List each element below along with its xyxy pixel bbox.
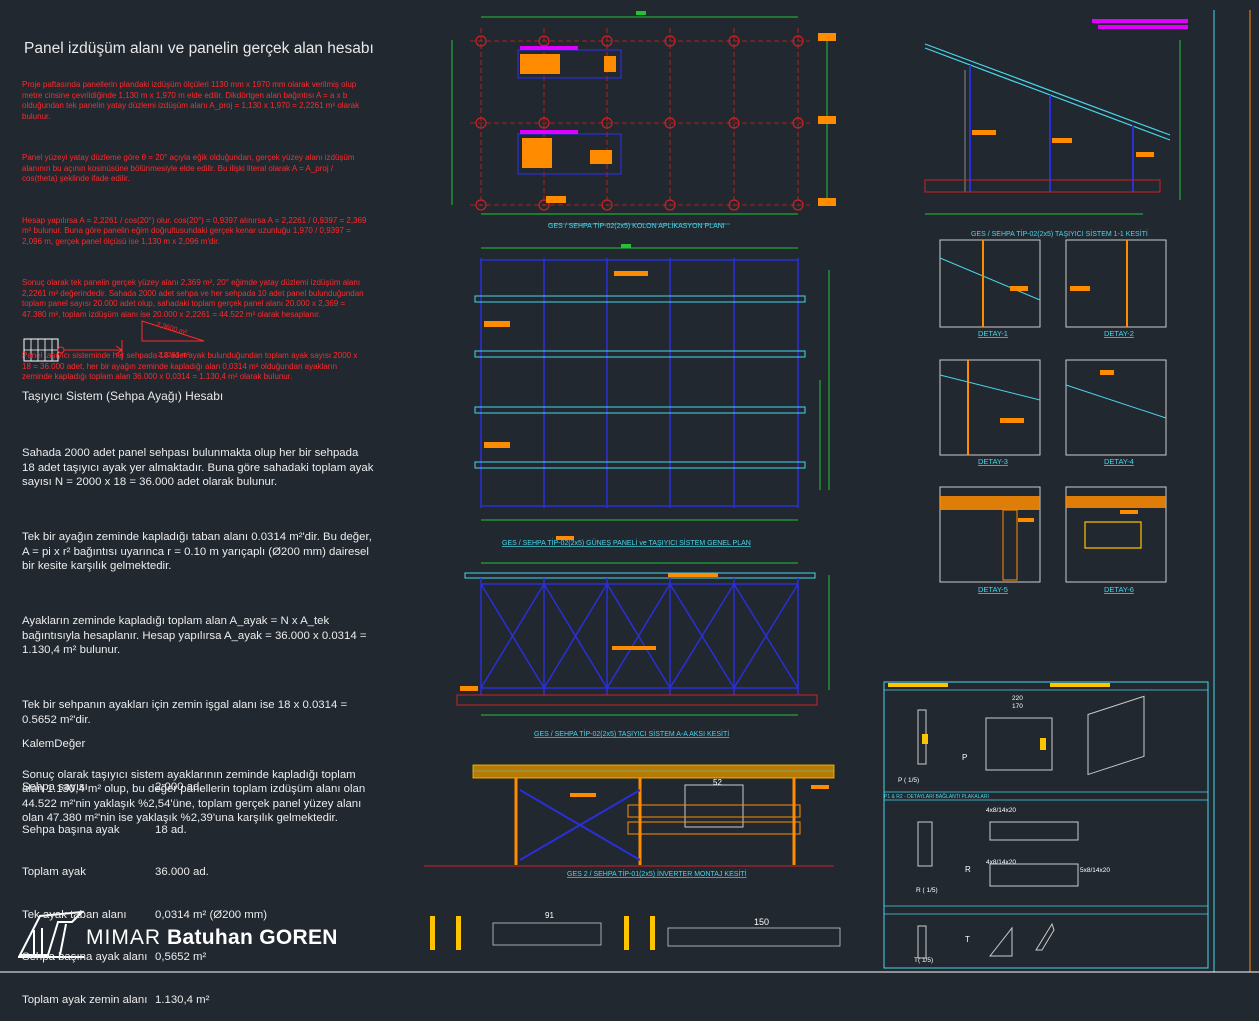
detail-2-label: DETAY-2 xyxy=(1104,329,1134,338)
diagram-label-proj-area: 2,2261 m² xyxy=(158,352,190,359)
plate-r-label: R ( 1/5) xyxy=(916,887,938,894)
detail-3 xyxy=(939,359,1041,456)
detail-5-label: DETAY-5 xyxy=(978,585,1008,594)
detail-4 xyxy=(1065,359,1167,456)
note-paragraph-4: Sonuç olarak tek panelin gerçek yüzey al… xyxy=(22,278,366,319)
plate-p-letter: P xyxy=(962,753,967,762)
plate-dim-holes-c: 5x8/14x20 xyxy=(1080,867,1110,874)
detail-6 xyxy=(1065,486,1167,583)
table-row: Sehpa başına ayak 18 ad. xyxy=(22,823,267,837)
cad-drawing-canvas[interactable]: GES / SEHPA TİP-02(2x5) KOLON APLİKASYON… xyxy=(0,0,1259,986)
table-row: Sehpa sayısı 2.000 ad. xyxy=(22,780,267,794)
summary-table: KalemDeğer Sehpa sayısı 2.000 ad. Sehpa b… xyxy=(22,709,267,1021)
plate-p-label: P ( 1/5) xyxy=(898,777,919,784)
inverter-section-title: GES 2 / SEHPA TİP-01(2x5) İNVERTER MONTA… xyxy=(567,869,747,878)
page-title: Panel izdüşüm alanı ve panelin gerçek al… xyxy=(24,40,374,57)
note-paragraph-1: Proje paftasında panellerin plandaki izd… xyxy=(22,80,362,121)
plate-table-strip: P1 & R2 - DETAYLARI BAĞLANTI PLAKALARI xyxy=(884,793,989,800)
table-value: 0,0314 m² (Ø200 mm) xyxy=(155,908,268,921)
note-paragraph-5: Panel taşıyıcı sisteminde her sehpada 18… xyxy=(22,351,360,382)
section-aa-title: GES / SEHPA TİP-02(2x5) TAŞIYICI SİSTEM … xyxy=(534,729,729,738)
table-key: Tek ayak taban alanı xyxy=(22,908,127,921)
support-paragraph-5: Sonuç olarak taşıyıcı sistem ayaklarının… xyxy=(22,769,369,824)
detail-2 xyxy=(1065,239,1167,328)
support-body: Sahada 2000 adet panel sehpası bulunmakt… xyxy=(22,418,374,852)
support-paragraph-4: Tek bir sehpanın ayakları için zemin işg… xyxy=(22,699,351,726)
projection-diagram xyxy=(23,320,205,362)
logo-prefix: MIMAR xyxy=(86,926,161,949)
summary-table-header: KalemDeğer xyxy=(22,738,86,751)
plate-dim-holes-b: 4x8/14x20 xyxy=(986,859,1016,866)
detail-4-label: DETAY-4 xyxy=(1104,457,1134,466)
logo-text: MIMAR Batuhan GOREN xyxy=(86,926,338,950)
connection-plates xyxy=(883,681,1209,969)
inverter-section xyxy=(424,764,835,867)
table-row: Sehpa başına ayak alanı 0,5652 m² xyxy=(22,950,267,964)
detail-6-label: DETAY-6 xyxy=(1104,585,1134,594)
logo-mark xyxy=(18,910,85,958)
table-row: Toplam ayak zemin alanı 1.130,4 m² xyxy=(22,993,267,1007)
note-paragraph-3: Hesap yapılırsa A = 2,2261 / cos(20°) ol… xyxy=(22,215,369,246)
section-aa xyxy=(456,562,830,716)
table-row: Tek ayak taban alanı 0,0314 m² (Ø200 mm) xyxy=(22,908,267,922)
logo-name: Batuhan GOREN xyxy=(167,926,338,949)
detail-1-label: DETAY-1 xyxy=(978,329,1008,338)
calculation-notes: Proje paftasında panellerin plandaki izd… xyxy=(22,59,367,403)
plate-dim-holes-a: 4x8/14x20 xyxy=(986,807,1016,814)
plate-r-letter: R xyxy=(965,865,971,874)
table-value: 36.000 ad. xyxy=(155,866,209,879)
note-paragraph-2: Panel yüzeyi yatay düzleme göre θ = 20° … xyxy=(22,153,357,184)
table-row: Toplam ayak 36.000 ad. xyxy=(22,865,267,879)
general-plan xyxy=(474,244,830,540)
support-heading: Taşıyıcı Sistem (Sehpa Ayağı) Hesabı xyxy=(22,389,224,403)
detail-3-label: DETAY-3 xyxy=(978,457,1008,466)
table-key: Sehpa başına ayak alanı xyxy=(22,951,148,964)
plate-dim-220: 220 xyxy=(1012,695,1023,702)
column-application-plan xyxy=(451,11,836,225)
section-11-title: GES / SEHPA TİP-02(2x5) TAŞIYICI SİSTEM … xyxy=(971,229,1148,238)
support-paragraph-1: Sahada 2000 adet panel sehpası bulunmakt… xyxy=(22,447,377,488)
table-key: Toplam ayak zemin alanı xyxy=(22,994,148,1007)
support-paragraph-2: Tek bir ayağın zeminde kapladığı taban a… xyxy=(22,531,375,572)
plate-dim-170: 170 xyxy=(1012,703,1023,710)
dim-52: 52 xyxy=(713,778,722,787)
plate-t-letter: T xyxy=(965,935,970,944)
table-value: 1.130,4 m² xyxy=(155,994,210,1007)
table-value: 0,5652 m² xyxy=(155,951,207,964)
table-key: Sehpa başına ayak xyxy=(22,823,120,836)
table-key: Sehpa sayısı xyxy=(22,781,88,794)
dim-150: 150 xyxy=(754,917,769,927)
table-key: Toplam ayak xyxy=(22,866,86,879)
section-1-1 xyxy=(924,19,1188,215)
plate-t-label: T( 1/5) xyxy=(914,957,933,964)
column-plan-title: GES / SEHPA TİP-02(2x5) KOLON APLİKASYON… xyxy=(548,221,725,230)
bottom-profile-sections xyxy=(430,916,841,950)
detail-1 xyxy=(939,239,1041,328)
table-value: 2.000 ad. xyxy=(155,781,203,794)
general-plan-title: GES / SEHPA TİP-02(2x5) GÜNEŞ PANELİ ve … xyxy=(502,538,751,547)
dim-91: 91 xyxy=(545,911,554,920)
support-paragraph-3: Ayakların zeminde kapladığı toplam alan … xyxy=(22,615,370,656)
table-value: 18 ad. xyxy=(155,823,187,836)
detail-5 xyxy=(939,486,1041,583)
